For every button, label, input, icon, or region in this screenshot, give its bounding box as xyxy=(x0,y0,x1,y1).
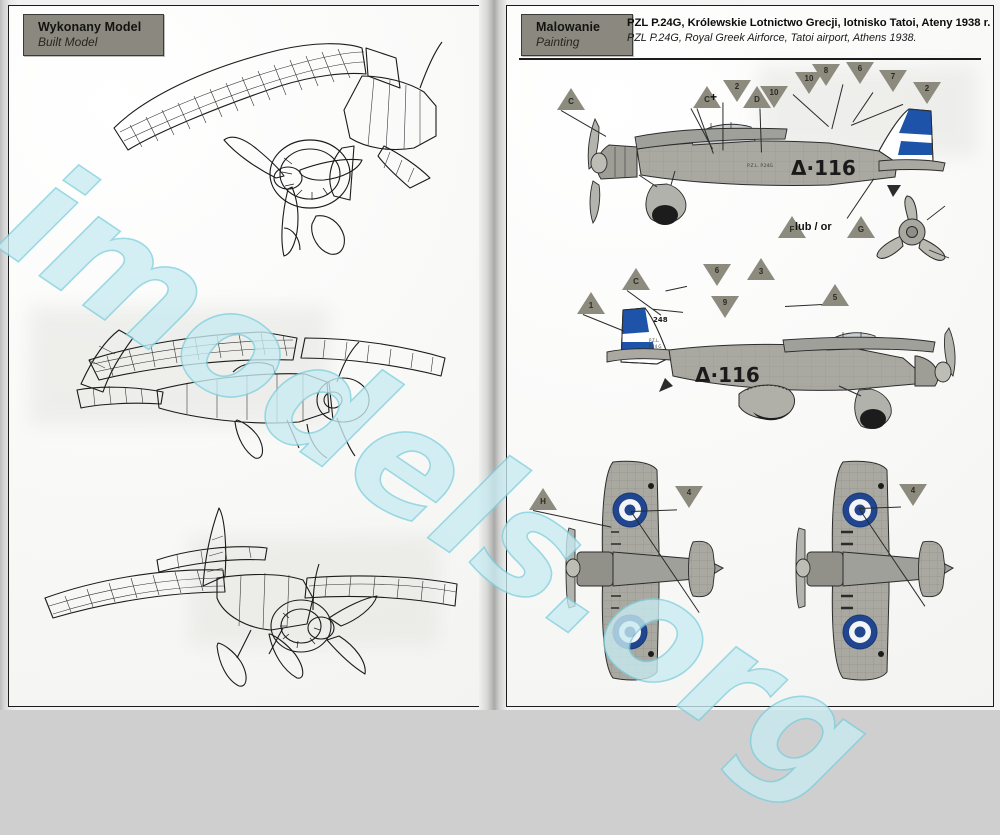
painting-title-en: Painting xyxy=(536,34,580,49)
propeller-detail xyxy=(867,194,957,274)
built-model-view-lower xyxy=(31,458,461,693)
svg-text:P.Z.L. P.24G: P.Z.L. P.24G xyxy=(747,163,773,169)
header-divider xyxy=(519,58,981,60)
callout-8[interactable]: 8 xyxy=(812,64,840,86)
scheme-title-en: PZL P.24G, Royal Greek Airforce, Tatoi a… xyxy=(627,32,917,45)
callout-F[interactable]: F xyxy=(778,216,806,238)
callout-9[interactable]: 9 xyxy=(711,296,739,318)
callout-10-b[interactable]: 10 xyxy=(760,86,788,108)
callout-7[interactable]: 7 xyxy=(879,70,907,92)
fuselage-code-starboard: Δ·116 xyxy=(791,156,856,180)
callout-6[interactable]: 6 xyxy=(846,62,874,84)
callout-3[interactable]: 3 xyxy=(747,258,775,280)
callout-H[interactable]: H xyxy=(529,488,557,510)
built-model-view-middle xyxy=(37,234,457,464)
top-plan-view xyxy=(777,456,987,686)
callout-6-p2[interactable]: 6 xyxy=(703,264,731,286)
painting-title-pl: Malowanie xyxy=(536,20,601,34)
built-model-title-en: Built Model xyxy=(38,34,98,49)
built-model-badge: Wykonany Model Built Model xyxy=(23,14,164,56)
tail-code: 248 xyxy=(653,316,668,324)
scheme-title-pl: PZL P.24G, Królewskie Lotnictwo Grecji, … xyxy=(627,17,991,29)
port-side-profile: 248 P.Z.L. P.24 G Δ·116 xyxy=(587,286,977,436)
callout-5[interactable]: 5 xyxy=(821,284,849,306)
svg-text:P.Z.L.: P.Z.L. xyxy=(649,338,660,343)
callout-C-p2[interactable]: C xyxy=(622,268,650,290)
painting-badge: Malowanie Painting xyxy=(521,14,633,56)
greek-roundel-lower xyxy=(842,614,878,650)
leader-line xyxy=(722,102,724,151)
callout-4-bottom[interactable]: 4 xyxy=(675,486,703,508)
left-page-panel: Wykonany Model Built Model xyxy=(8,5,480,707)
or-label: lub / or xyxy=(795,221,832,233)
svg-text:P.24 G: P.24 G xyxy=(649,344,662,349)
greek-roundel-upper xyxy=(612,492,648,528)
plus-sign: + xyxy=(710,90,718,104)
page-gutter-shadow xyxy=(479,0,507,710)
scheme-title: PZL P.24G, Królewskie Lotnictwo Grecji, … xyxy=(627,16,990,46)
callout-C-1[interactable]: C xyxy=(557,88,585,110)
callout-1[interactable]: 1 xyxy=(577,292,605,314)
built-model-view-upper xyxy=(44,28,444,258)
callout-2-b[interactable]: 2 xyxy=(913,82,941,104)
callout-2-a[interactable]: 2 xyxy=(723,80,751,102)
greek-roundel-lower xyxy=(612,614,648,650)
wheel-spat-detail xyxy=(733,378,803,424)
callout-4-top[interactable]: 4 xyxy=(899,484,927,506)
callout-G[interactable]: G xyxy=(847,216,875,238)
fuselage-code-port: Δ·116 xyxy=(695,363,760,387)
callout-C-2[interactable]: C xyxy=(693,86,721,108)
built-model-title-pl: Wykonany Model xyxy=(38,20,142,34)
right-page-panel: Malowanie Painting PZL P.24G, Królewskie… xyxy=(506,5,994,707)
bottom-plan-view xyxy=(547,456,757,686)
